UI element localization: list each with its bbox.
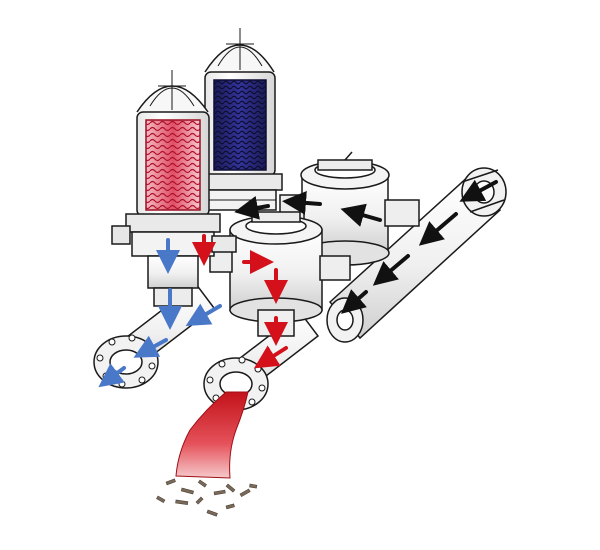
filter-unit-backflushing [111,70,237,307]
filter-unit-filtering [197,28,283,211]
clean-flow-arrows [98,238,222,388]
dirty-flow-arrows [192,234,288,369]
drain-discharge [156,391,258,517]
inlet-flow-arrows [234,179,498,314]
debris [156,478,258,517]
